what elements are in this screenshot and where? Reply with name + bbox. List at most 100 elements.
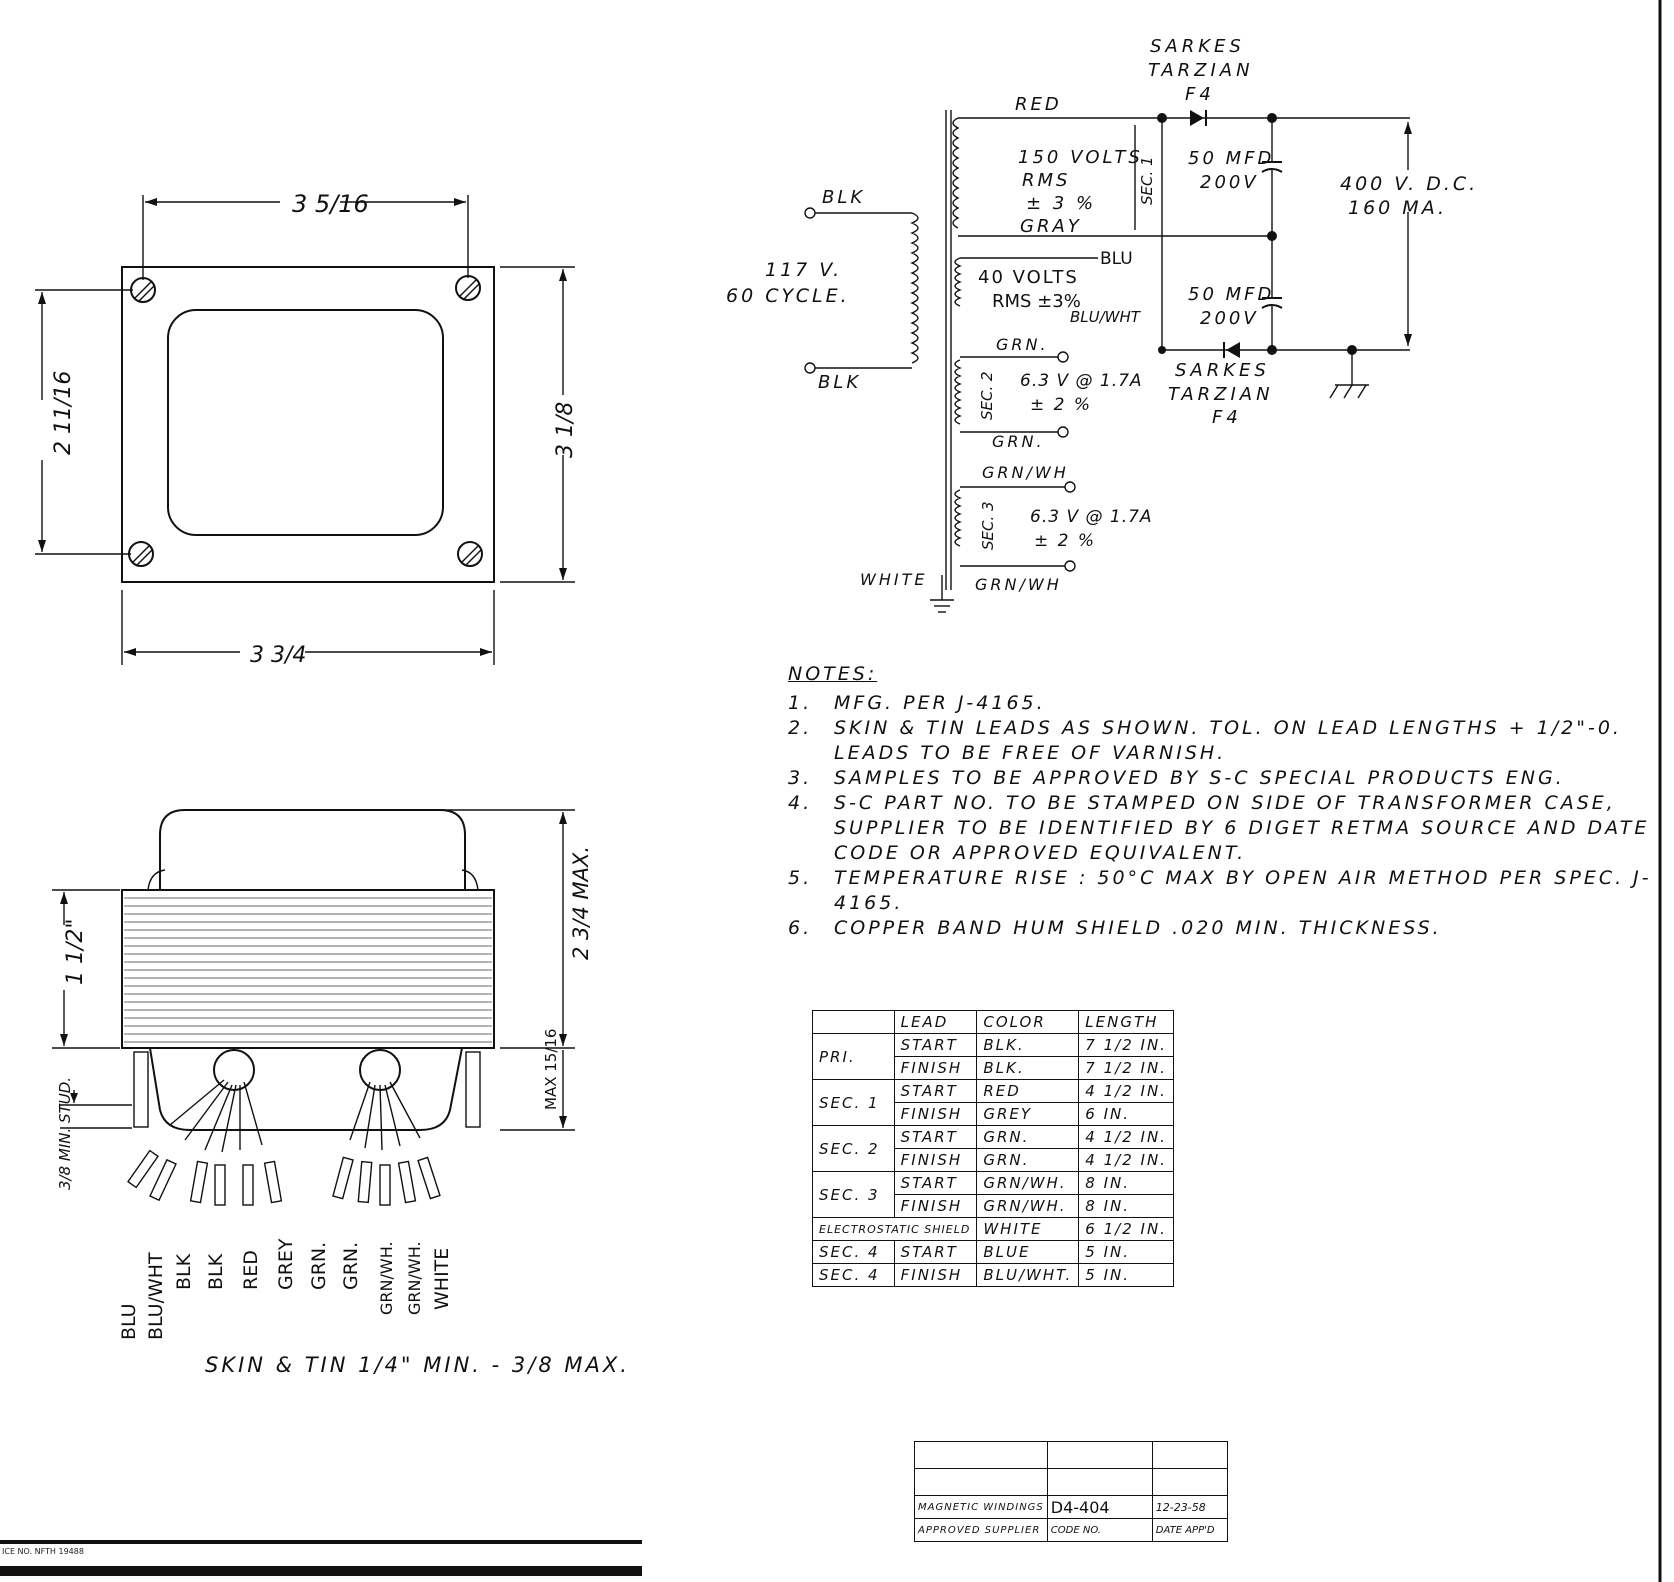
sec2-winding (954, 359, 962, 425)
sec1-label: SEC. 1 (1138, 156, 1156, 205)
wire-grn-top: GRN. (996, 335, 1049, 354)
wire-blu: BLU (1100, 249, 1133, 269)
note-item: 5.TEMPERATURE RISE : 50°C MAX BY OPEN AI… (788, 867, 1652, 914)
code-label: CODE NO. (1046, 1518, 1153, 1542)
lead-label-blu: BLU (118, 1303, 140, 1340)
lead-label-red: RED (240, 1250, 262, 1290)
mounting-hole-br (457, 541, 483, 567)
wire-gray: GRAY (1020, 216, 1082, 237)
note-item: 4.S-C PART NO. TO BE STAMPED ON SIDE OF … (788, 792, 1650, 864)
bell-cover-top (159, 809, 466, 890)
output-voltage: 400 V. D.C. (1340, 173, 1478, 195)
rectifier-bottom-maker: SARKES (1175, 360, 1270, 381)
primary-terminal-bottom (804, 362, 816, 374)
cap1-voltage: 200V (1200, 172, 1259, 193)
lead-label-blk-1: BLK (173, 1253, 195, 1290)
top-view: 3 5/16 2 11/16 3 1/8 3 3/4 (35, 190, 578, 668)
note-item: 1.MFG. PER J-4165. (788, 692, 1046, 714)
table-row: FINISH GRN. 4 1/2 IN. (813, 1148, 1174, 1172)
note-item: 3.SAMPLES TO BE APPROVED BY S-C SPECIAL … (788, 767, 1565, 789)
output-current: 160 MA. (1348, 197, 1447, 219)
primary-blk-top: BLK (822, 187, 865, 208)
table-row: SEC. 4 FINISH BLU/WHT. 5 IN. (812, 1263, 1174, 1287)
schematic: BLK BLK 117 V. 60 CYCLE. RED 150 VOLTS R… (726, 36, 1478, 613)
sec1-voltage: 150 VOLTS (1018, 147, 1143, 168)
rectifier-top-model: F4 (1185, 84, 1215, 105)
lead-grommet-left (213, 1049, 255, 1091)
lead-label-blk-2: BLK (205, 1253, 227, 1290)
laminated-core (121, 889, 495, 1049)
supplier-code: D4-404 (1046, 1495, 1153, 1519)
bell-cover-bottom (149, 1047, 463, 1131)
wire-grnwh-top: GRN/WH (982, 463, 1069, 482)
rectifier-bottom-name: TARZIAN (1168, 384, 1274, 405)
sec3-rating: 6.3 V @ 1.7A (1030, 507, 1153, 527)
primary-winding (910, 212, 919, 364)
table-row: ELECTROSTATIC SHIELD WHITE 6 1/2 IN. (811, 1217, 1174, 1241)
sec2-rating: 6.3 V @ 1.7A (1020, 371, 1143, 391)
node-bottom-right (1267, 345, 1277, 355)
lead-label-white: WHITE (431, 1248, 453, 1310)
table-header-row: LEAD COLOR LENGTH (812, 1010, 1174, 1034)
cap1-plate-bottom (1261, 168, 1283, 173)
sec3-winding (954, 489, 962, 547)
stud-left (133, 1051, 149, 1128)
primary-terminal-top (804, 207, 816, 219)
lead-label-grn-2: GRN. (340, 1242, 362, 1290)
dim-left: 2 11/16 (51, 371, 76, 455)
mounting-hole-tl (130, 277, 156, 303)
primary-input-voltage: 117 V. (765, 259, 842, 281)
mounting-hole-tr (455, 275, 481, 301)
cap2-value: 50 MFD (1188, 284, 1274, 305)
dim-right: 3 1/8 (553, 402, 578, 458)
sec1-rms: RMS (1022, 170, 1070, 191)
mounting-plate-outline (121, 266, 495, 583)
lead-table: LEAD COLOR LENGTH PRI. START BLK. 7 1/2 … (811, 1010, 1174, 1287)
wire-white: WHITE (860, 570, 927, 589)
primary-blk-bottom: BLK (818, 372, 861, 393)
core-window (167, 309, 444, 536)
wire-red: RED (1015, 94, 1062, 115)
supplier-block: MAGNETIC WINDINGS D4-404 12-23-58 APPROV… (914, 1441, 1228, 1542)
sec3-tolerance: ± 2 % (1034, 531, 1096, 551)
table-row: SEC. 2 START GRN. 4 1/2 IN. (812, 1125, 1174, 1172)
lead-wires (169, 1079, 421, 1153)
primary-input-frequency: 60 CYCLE. (726, 285, 850, 307)
table-row: PRI. START BLK. 7 1/2 IN. (812, 1033, 1174, 1080)
dim-stack: 1 1/2" (63, 918, 88, 985)
supplier-date: 12-23-58 (1151, 1495, 1228, 1519)
lead-label-grnwh-2: GRN/WH. (405, 1241, 424, 1315)
footer-rule-top (0, 1540, 642, 1544)
sec1-tolerance: ± 3 % (1026, 193, 1096, 214)
lead-label-grn-1: GRN. (308, 1242, 330, 1290)
footer-text: ICE NO. NFTH 19488 (2, 1547, 84, 1556)
table-row: SEC. 1 START RED 4 1/2 IN. (812, 1079, 1174, 1126)
table-row: SEC. 3 START GRN/WH. 8 IN. (812, 1171, 1174, 1218)
table-row: FINISH BLK. 7 1/2 IN. (813, 1056, 1174, 1080)
notes-block: NOTES: 1.MFG. PER J-4165. 2.SKIN & TIN L… (788, 662, 1658, 941)
sec1-winding (952, 117, 960, 229)
table-row: SEC. 4 START BLUE 5 IN. (812, 1240, 1174, 1264)
dim-stud: 3/8 MIN. STUD. (56, 1077, 74, 1190)
skin-tin-caption: SKIN & TIN 1/4" MIN. - 3/8 MAX. (205, 1353, 630, 1377)
diode-bottom (1226, 342, 1240, 358)
sec4-rms: RMS ±3% (992, 291, 1081, 312)
cap2-plate-bottom (1261, 304, 1283, 309)
sec3-label: SEC. 3 (979, 501, 997, 550)
diode-top (1190, 110, 1204, 126)
wire-grnwh-bottom: GRN/WH (975, 575, 1062, 594)
rectifier-bottom-model: F4 (1212, 407, 1242, 428)
footer-rule-bottom (0, 1566, 642, 1576)
dim-bottom: 3 3/4 (250, 643, 306, 668)
dim-top: 3 5/16 (292, 190, 369, 218)
supplier-name: MAGNETIC WINDINGS (914, 1495, 1048, 1519)
mounting-hole-bl (128, 541, 154, 567)
lead-tips (127, 1149, 441, 1206)
side-view: BLU BLU/WHT BLK BLK RED GREY GRN. GRN. G… (52, 809, 630, 1377)
dim-height: 2 3/4 MAX. (569, 846, 593, 960)
note-item: 2.SKIN & TIN LEADS AS SHOWN. TOL. ON LEA… (788, 717, 1622, 764)
notes-title: NOTES: (788, 663, 878, 685)
lead-labels: BLU BLU/WHT BLK BLK RED GREY GRN. GRN. G… (118, 1238, 453, 1340)
lead-grommet-right (359, 1049, 401, 1091)
